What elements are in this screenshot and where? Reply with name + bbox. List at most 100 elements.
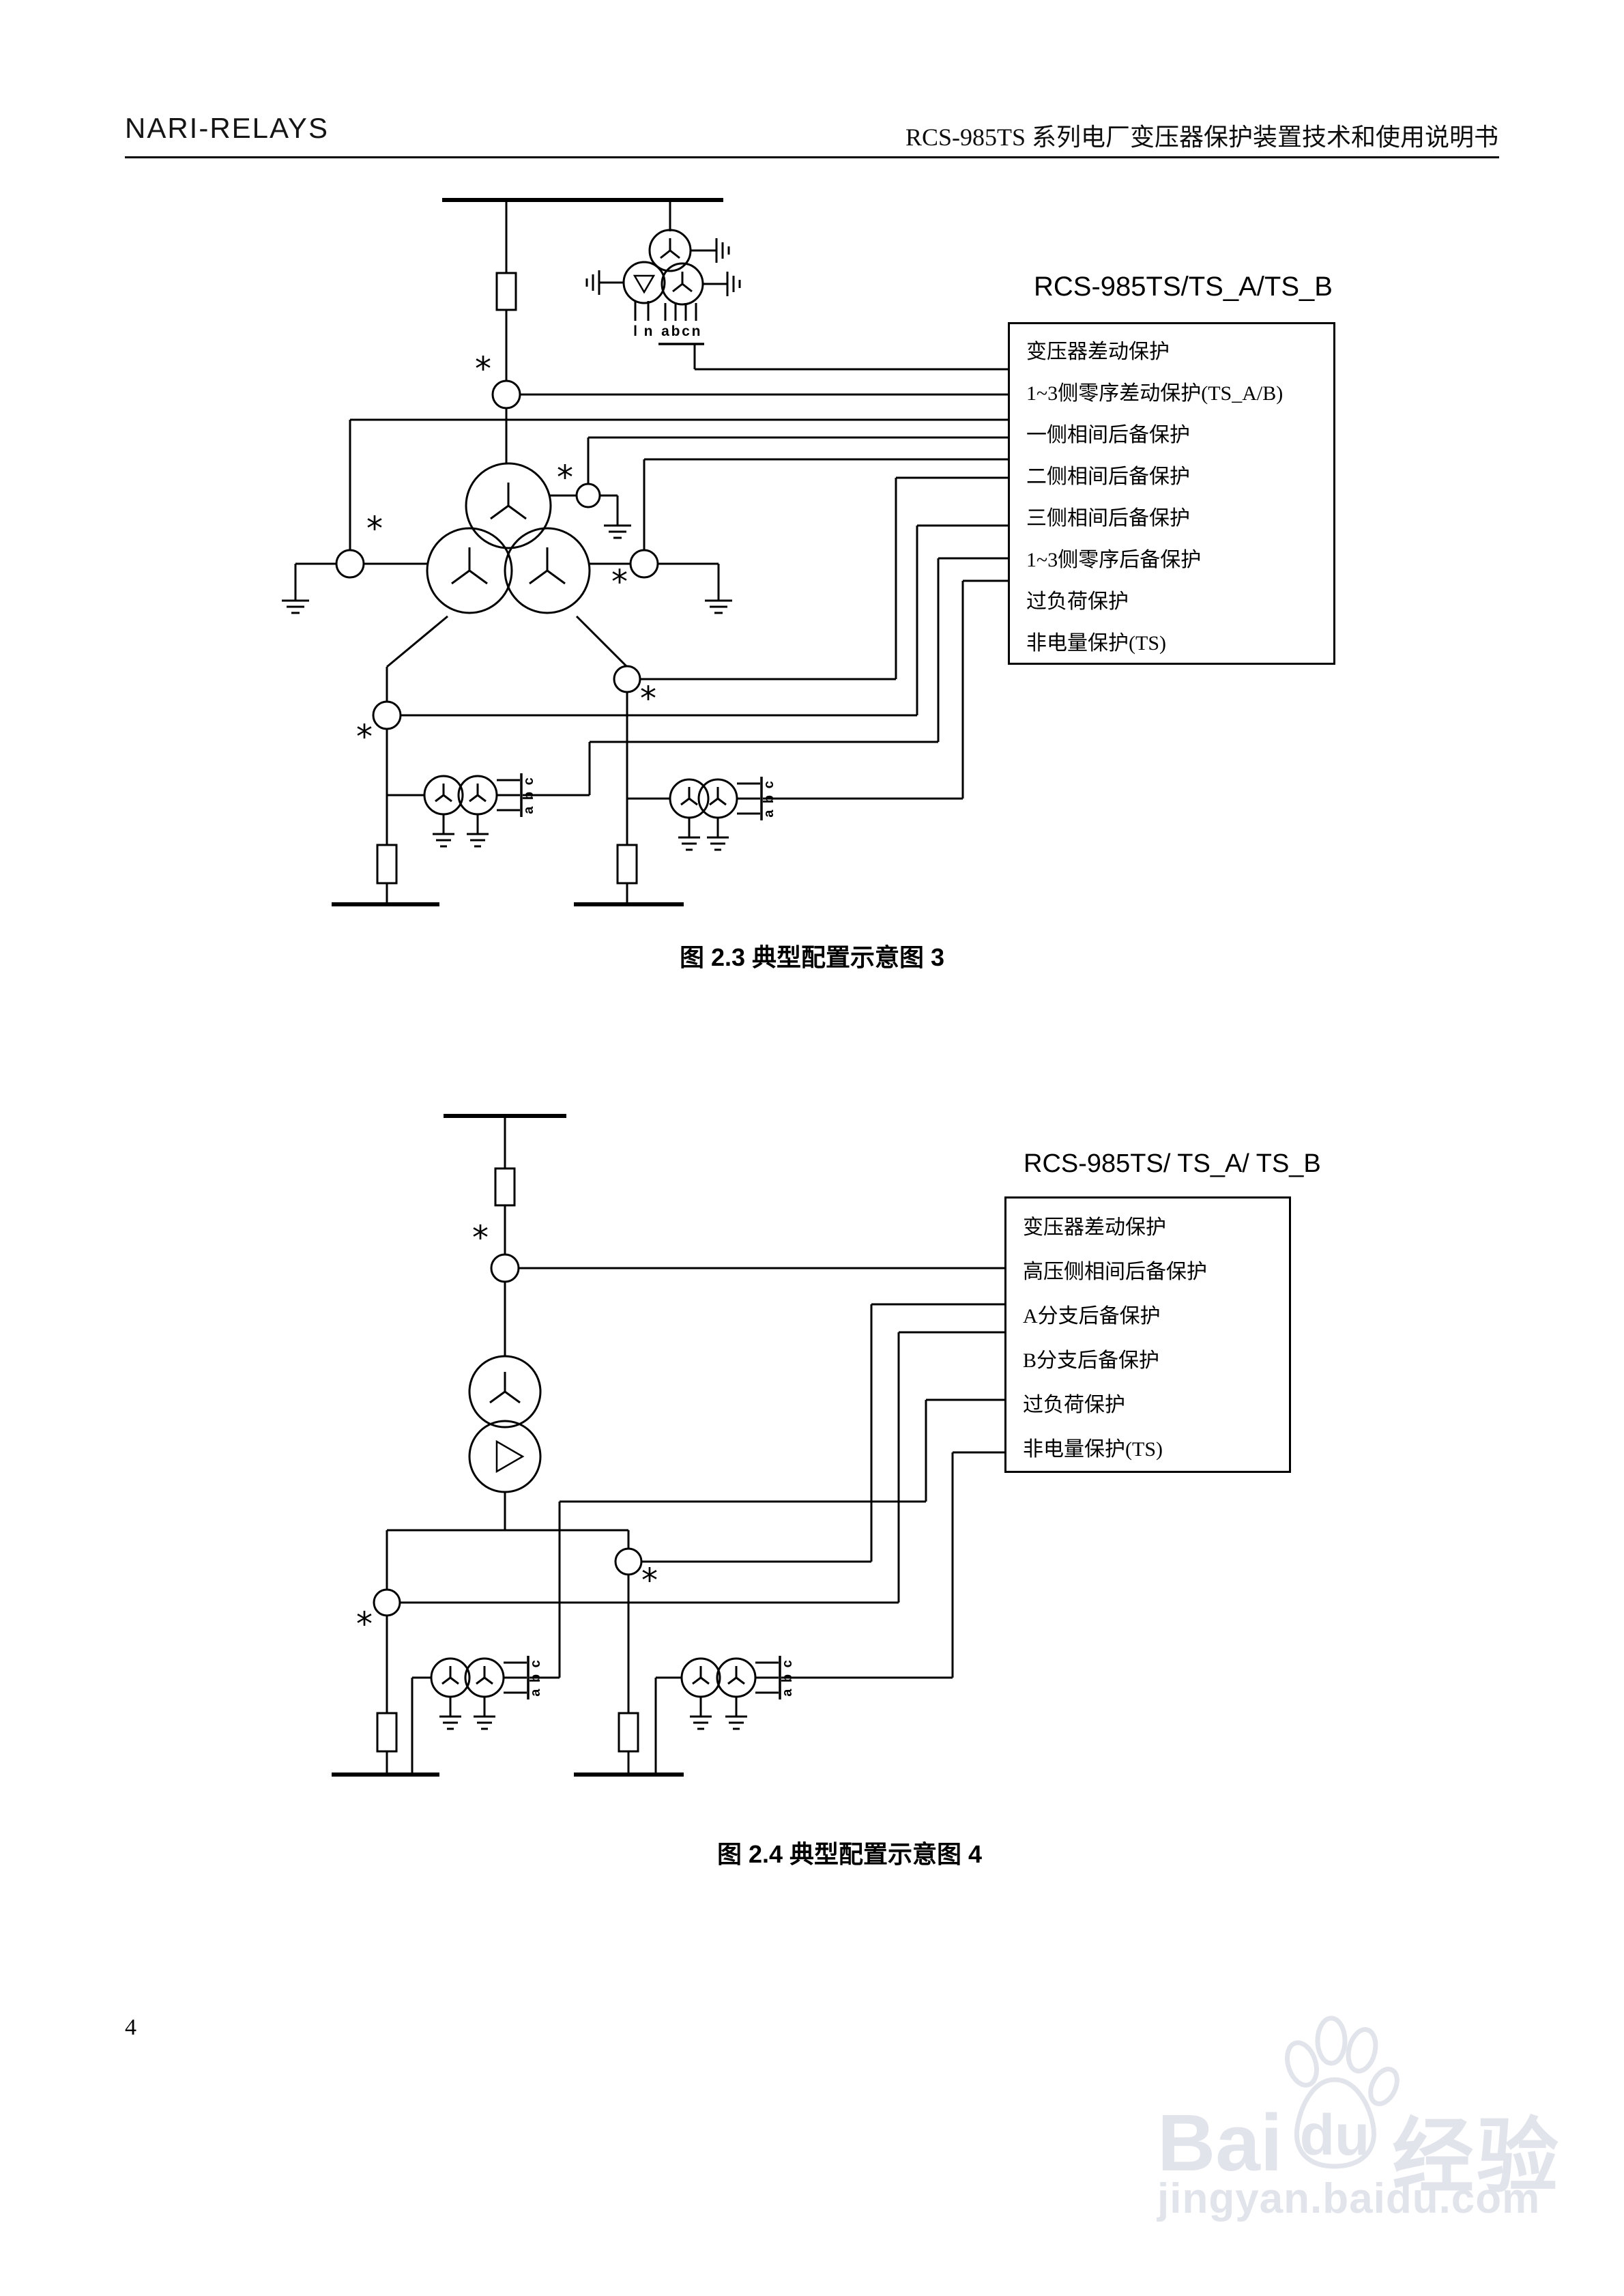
branch-pt-group: a b c xyxy=(387,557,1008,848)
pt-terminal-label: c xyxy=(682,324,690,339)
fig2-caption: 图 2.4 典型配置示意图 4 xyxy=(716,1840,983,1868)
protection-item: 过负荷保护 xyxy=(1026,590,1129,613)
polarity-marker: * xyxy=(472,1219,489,1257)
ground-symbol xyxy=(678,818,700,851)
fig2-branch-a-ct: * xyxy=(614,1303,1004,1600)
fig2-branch-b-ct: * xyxy=(356,1331,1004,1644)
protection-item: 非电量保护(TS) xyxy=(1026,632,1166,655)
fig1-hv-breaker xyxy=(495,272,517,311)
ct-circle xyxy=(372,700,402,730)
polarity-marker: * xyxy=(611,563,628,601)
branch-breaker xyxy=(376,1712,398,1753)
pt-terminal-label: b xyxy=(671,324,680,339)
watermark-jingyan-text: 经验 xyxy=(1392,2111,1561,2202)
transformer-winding-2 xyxy=(426,527,513,614)
polarity-marker: * xyxy=(641,1562,658,1600)
protection-item: 变压器差动保护 xyxy=(1026,341,1170,363)
ground-symbol xyxy=(703,272,741,296)
polarity-marker: * xyxy=(640,680,656,718)
transformer-winding-1 xyxy=(465,462,552,549)
polarity-marker: * xyxy=(475,350,491,388)
protection-item: 二侧相间后备保护 xyxy=(1026,465,1190,488)
ground-symbol xyxy=(725,1697,747,1730)
fig2-branch-pt-right: a b c xyxy=(654,1451,1004,1775)
branch-breaker xyxy=(376,844,398,885)
protection-item: 变压器差动保护 xyxy=(1023,1216,1166,1239)
fig2-branch-pt-left: a b c xyxy=(411,1398,1004,1775)
branch-pt-group: a b c xyxy=(627,579,1008,851)
ground-symbol xyxy=(282,599,309,614)
ct-circle xyxy=(491,379,521,410)
pt-winding-delta xyxy=(622,261,666,304)
ground-symbol xyxy=(439,1697,461,1730)
page-number: 4 xyxy=(125,2015,136,2040)
fig2-protection-box: 变压器差动保护 高压侧相间后备保护 A分支后备保护 B分支后备保护 过负荷保护 … xyxy=(1004,1196,1291,1473)
pt-terminal-label: n xyxy=(692,324,701,339)
ground-symbol xyxy=(707,818,729,851)
header-rule xyxy=(125,156,1499,158)
ground-symbol xyxy=(433,814,454,848)
watermark-du-text: du xyxy=(1300,2103,1370,2167)
fig2-device-label: RCS-985TS/ TS_A/ TS_B xyxy=(1024,1149,1321,1178)
transformer-winding-3 xyxy=(504,527,591,614)
ct-circle xyxy=(490,1253,520,1283)
fig2-hv-phase-ct: * xyxy=(472,1219,1004,1283)
protection-item: A分支后备保护 xyxy=(1023,1305,1161,1328)
ground-symbol xyxy=(585,270,624,295)
protection-item: 一侧相间后备保护 xyxy=(1026,424,1190,446)
protection-item: 过负荷保护 xyxy=(1023,1394,1125,1416)
pt-terminal-label: l xyxy=(633,324,637,339)
pt-terminal-label: a xyxy=(661,324,669,339)
fig1-busbar xyxy=(442,198,723,463)
ground-symbol xyxy=(467,814,489,848)
ground-symbol xyxy=(705,599,732,614)
fig2-busbar xyxy=(444,1114,566,1356)
ground-symbol xyxy=(691,238,730,263)
fig1-main-transformer xyxy=(426,462,591,614)
protection-item: 非电量保护(TS) xyxy=(1023,1438,1163,1461)
ct-circle xyxy=(575,483,601,508)
fig2-main-transformer xyxy=(468,1355,542,1530)
document-title: RCS-985TS 系列电厂变压器保护装置技术和使用说明书 xyxy=(905,124,1498,151)
ct-circle xyxy=(614,1547,643,1576)
fig1-neutral-ct-w2: * xyxy=(282,418,1008,614)
fig1-hv-pt-group: l n a b c n xyxy=(585,200,1008,371)
ground-symbol xyxy=(690,1697,712,1730)
watermark-baidu-text: Bai xyxy=(1157,2098,1283,2188)
pt-terminal-label: n xyxy=(644,324,653,339)
ct-circle xyxy=(629,549,659,579)
protection-item: 1~3侧零序差动保护(TS_A/B) xyxy=(1026,382,1284,405)
fig1-neutral-ct-w1: * xyxy=(549,436,1008,539)
polarity-marker: * xyxy=(366,510,383,548)
fig2-branch-breakers-buses xyxy=(332,1712,684,1777)
protection-item: 高压侧相间后备保护 xyxy=(1023,1261,1207,1283)
fig1-device-label: RCS-985TS/TS_A/TS_B xyxy=(1034,272,1333,302)
fig1-branch-left: * a b c xyxy=(332,524,1008,906)
protection-item: 1~3侧零序后备保护 xyxy=(1026,549,1202,571)
baidu-paw-icon: du xyxy=(1285,2015,1400,2169)
ground-symbol xyxy=(474,1697,495,1730)
ct-circle xyxy=(613,665,641,693)
fig1-caption: 图 2.3 典型配置示意图 3 xyxy=(679,943,945,971)
polarity-marker: * xyxy=(557,459,573,497)
fig1-neutral-ct-w3: * xyxy=(589,458,1008,614)
transformer-winding-wye xyxy=(468,1355,542,1429)
polarity-marker: * xyxy=(356,718,373,756)
ground-symbol xyxy=(604,524,631,539)
fig1-branch-right: * a b c xyxy=(574,476,1008,906)
fig2-split-bus xyxy=(386,1529,630,1775)
watermark-url: jingyan.baidu.com xyxy=(1157,2175,1541,2222)
polarity-marker: * xyxy=(356,1605,373,1644)
fig2-hv-breaker xyxy=(494,1167,516,1207)
branch-breaker xyxy=(618,1712,639,1753)
protection-item: B分支后备保护 xyxy=(1023,1349,1160,1372)
transformer-winding-delta xyxy=(468,1420,542,1493)
fig1-hv-phase-ct: * xyxy=(475,350,1008,410)
branch-breaker xyxy=(616,844,638,885)
fig1-protection-box: 变压器差动保护 1~3侧零序差动保护(TS_A/B) 一侧相间后备保护 二侧相间… xyxy=(1008,322,1335,665)
ct-circle xyxy=(335,549,365,579)
ct-circle xyxy=(373,1588,401,1617)
brand-logo-text: NARI-RELAYS xyxy=(125,112,329,144)
